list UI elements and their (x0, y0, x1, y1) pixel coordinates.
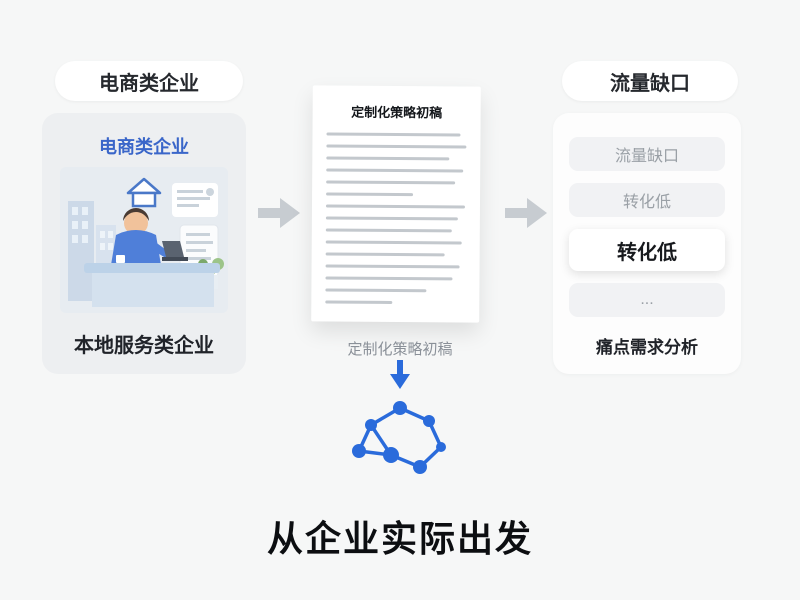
strategy-document: 定制化策略初稿 (311, 85, 481, 323)
pain-point-item: 转化低 (569, 183, 725, 217)
left-card: 电商类企业 (42, 113, 246, 374)
document-text-lines (311, 120, 480, 304)
pain-point-item: ... (569, 283, 725, 317)
arrow-right-icon (258, 198, 300, 228)
document-title: 定制化策略初稿 (351, 104, 443, 121)
document-caption: 定制化策略初稿 (347, 341, 453, 358)
right-card-caption: 痛点需求分析 (596, 338, 698, 357)
left-badge: 电商类企业 (55, 61, 243, 101)
right-badge: 流量缺口 (562, 61, 738, 101)
left-card-title: 电商类企业 (99, 137, 189, 157)
footer-headline: 从企业实际出发 (266, 518, 533, 559)
pain-point-item-highlighted: 转化低 (569, 229, 725, 271)
pain-point-item: 流量缺口 (569, 137, 725, 171)
network-graph-icon (352, 401, 446, 474)
arrow-down-icon (390, 360, 410, 389)
office-worker-illustration (60, 167, 228, 313)
left-card-caption: 本地服务类企业 (74, 335, 214, 357)
right-card: 流量缺口 转化低 转化低 ... 痛点需求分析 (553, 113, 741, 374)
arrow-right-icon (505, 198, 547, 228)
